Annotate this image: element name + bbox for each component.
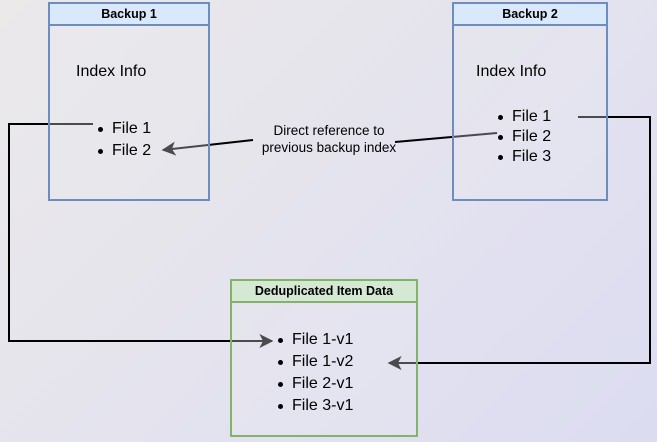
list-item: File 1-v2 (276, 353, 353, 371)
list-item: File 2 (96, 142, 151, 160)
node-backup-2[interactable]: Backup 2 Index Info File 1 File 2 File 3 (452, 2, 608, 201)
backup-1-file-list: File 1 File 2 (96, 120, 151, 160)
node-dedup-body: File 1-v1 File 1-v2 File 2-v1 File 3-v1 (232, 303, 416, 435)
node-backup-1[interactable]: Backup 1 Index Info File 1 File 2 (48, 2, 210, 201)
list-item: File 1-v1 (276, 331, 353, 349)
list-item: File 3-v1 (276, 397, 353, 415)
list-item: File 1 (496, 108, 551, 126)
backup-2-file-list: File 1 File 2 File 3 (496, 108, 551, 166)
list-item: File 3 (496, 148, 551, 166)
node-backup-2-header: Backup 2 (454, 4, 606, 26)
edge-label-line-2: previous backup index (261, 140, 397, 155)
node-backup-2-body: Index Info File 1 File 2 File 3 (454, 26, 606, 199)
dedup-file-list: File 1-v1 File 1-v2 File 2-v1 File 3-v1 (276, 331, 353, 415)
node-backup-1-body: Index Info File 1 File 2 (50, 26, 208, 199)
list-item: File 2 (496, 128, 551, 146)
backup-2-index-info-label: Index Info (476, 63, 547, 80)
edge-label-direct-reference: Direct reference to previous backup inde… (248, 122, 410, 156)
node-deduplicated-item-data[interactable]: Deduplicated Item Data File 1-v1 File 1-… (230, 279, 418, 437)
edge-label-line-1: Direct reference to (273, 123, 385, 138)
list-item: File 1 (96, 120, 151, 138)
node-backup-1-header: Backup 1 (50, 4, 208, 26)
node-dedup-header: Deduplicated Item Data (232, 281, 416, 303)
list-item: File 2-v1 (276, 375, 353, 393)
backup-1-index-info-label: Index Info (76, 63, 147, 80)
